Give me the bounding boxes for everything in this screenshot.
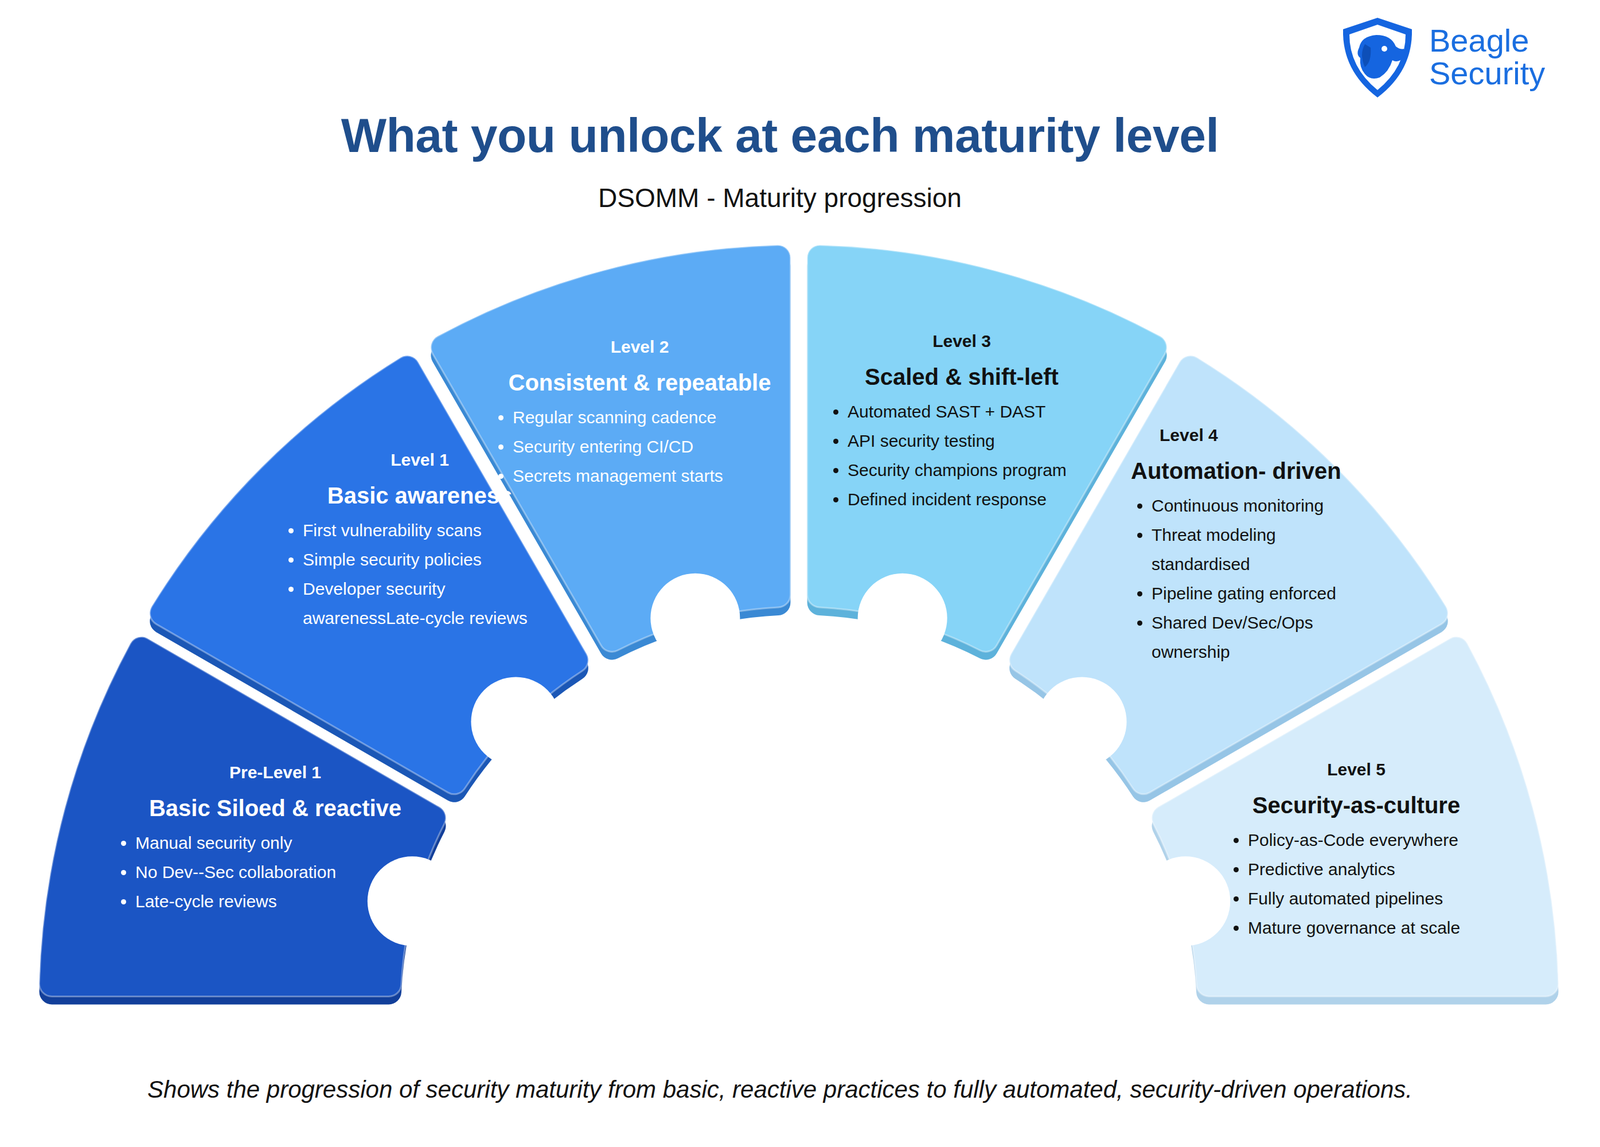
- beagle-head: [1357, 34, 1405, 79]
- bullet-item: Security champions program: [847, 455, 1097, 485]
- bullet-list: Manual security onlyNo Dev--Sec collabor…: [114, 828, 436, 916]
- bullet-item: Simple security policies: [302, 544, 558, 575]
- bullet-item: Continuous monitoring: [1151, 490, 1364, 521]
- beagle-ear: [1362, 44, 1371, 68]
- segment-text: Level 3 Scaled & shift-leftAutomated SAST…: [826, 331, 1097, 514]
- bullet-item: Automated SAST + DAST: [847, 396, 1097, 427]
- segment-text: Level 5 Security-as-culturePolicy-as-Code…: [1227, 759, 1486, 943]
- level-heading: Security-as-culture: [1227, 791, 1486, 819]
- level-heading: Scaled & shift-left: [826, 363, 1097, 390]
- bullet-item: No Dev--Sec collaboration: [135, 857, 436, 887]
- puzzle-notch: [470, 676, 561, 767]
- bullet-item: Mature governance at scale: [1247, 912, 1486, 943]
- subtitle: DSOMM - Maturity progression: [0, 182, 1560, 214]
- segment-text: Pre-Level 1 Basic Siloed & reactiveManual…: [114, 762, 436, 916]
- title: What you unlock at each maturity level: [0, 107, 1560, 164]
- bullet-list: Automated SAST + DASTAPI security testin…: [826, 396, 1097, 514]
- logo-shield: [1336, 14, 1420, 101]
- level-label: Level 3: [826, 331, 1097, 351]
- level-heading: Automation- driven: [1130, 457, 1364, 485]
- bullet-item: Pipeline gating enforced: [1151, 578, 1364, 608]
- level-heading: Basic Siloed & reactive: [114, 794, 436, 822]
- label-holder: Beagle Security: [1429, 24, 1590, 90]
- bullet-item: Secrets management starts: [512, 461, 788, 491]
- bullet-item: First vulnerability scans: [302, 515, 558, 545]
- segment-shape: [1137, 618, 1565, 1020]
- bullet-item: Regular scanning cadence: [512, 402, 788, 432]
- label-holder: DSOMM - Maturity progression: [0, 182, 1560, 214]
- level-label: Pre-Level 1: [114, 762, 436, 783]
- bullet-item: Security entering CI/CD: [512, 431, 788, 462]
- caption-holder: Shows the progression of security maturi…: [34, 1075, 1526, 1104]
- segment-text: Level 4 Automation- drivenContinuous moni…: [1130, 425, 1364, 667]
- bullet-item: Late-cycle reviews: [135, 886, 436, 916]
- bullet-item: API security testing: [847, 426, 1097, 456]
- puzzle-notch: [367, 856, 458, 946]
- maturity-segment: Level 5 Security-as-culturePolicy-as-Code…: [1137, 618, 1565, 1020]
- segment-face: [1152, 636, 1559, 997]
- shield-outline: [1343, 17, 1412, 98]
- logo-text: Beagle Security: [1429, 24, 1590, 90]
- level-heading: Consistent & repeatable: [492, 369, 788, 396]
- bullet-item: Policy-as-Code everywhere: [1247, 825, 1486, 855]
- bullet-item: Shared Dev/Sec/Ops ownership: [1151, 607, 1364, 667]
- puzzle-notch: [650, 573, 740, 663]
- bullet-item: Fully automated pipelines: [1247, 883, 1486, 913]
- segment-face: [430, 245, 791, 653]
- puzzle-notch: [1037, 676, 1127, 767]
- puzzle-notch: [857, 573, 948, 663]
- level-label: Level 2: [492, 337, 788, 357]
- bullet-item: Manual security only: [135, 828, 436, 858]
- bullet-list: Continuous monitoringThreat modeling sta…: [1130, 490, 1364, 667]
- caption: Shows the progression of security maturi…: [34, 1075, 1526, 1104]
- bullet-list: Regular scanning cadenceSecurity enterin…: [492, 402, 788, 491]
- bullet-item: Defined incident response: [847, 484, 1097, 514]
- bullet-item: Threat modeling standardised: [1151, 520, 1364, 579]
- puzzle-notch: [1140, 856, 1231, 946]
- beagle-eye: [1381, 45, 1388, 52]
- bullet-list: Policy-as-Code everywherePredictive anal…: [1227, 825, 1486, 943]
- level-label: Level 5: [1227, 759, 1486, 780]
- segment-text: Level 2 Consistent & repeatableRegular sc…: [492, 337, 788, 491]
- bullet-item: Developer security awarenessLate-cycle r…: [302, 574, 558, 633]
- level-heading: Basic awareness: [282, 482, 558, 509]
- bullet-list: First vulnerability scansSimple security…: [282, 515, 558, 633]
- level-label: Level 4: [1130, 425, 1364, 446]
- shield-inner: [1349, 24, 1406, 91]
- bullet-item: Predictive analytics: [1247, 854, 1486, 884]
- title-holder: What you unlock at each maturity level: [0, 107, 1560, 164]
